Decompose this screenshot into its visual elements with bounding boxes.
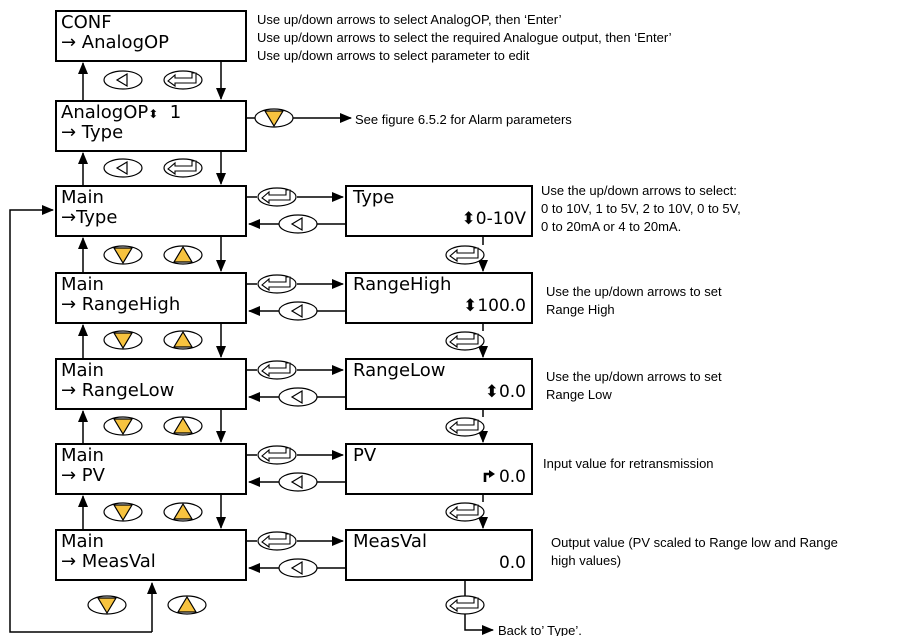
updown-arrows-icon: ⬍ [148,107,159,121]
param-type-title: Type [353,187,395,208]
note-rangelow-1: Use the up/down arrows to set [546,369,722,384]
up-arrow-key-icon[interactable] [163,502,203,522]
enter-key-icon[interactable] [445,417,485,437]
menu-analogop-line2: → Type [61,122,124,143]
menu-main-measval-line2: → MeasVal [61,551,156,572]
menu-main-type-line1: Main [61,187,104,208]
analogop-number: 1 [169,102,182,123]
scroll-left-key-icon[interactable] [278,387,318,407]
down-arrow-key-icon[interactable] [103,502,143,522]
loop-back-connector [9,205,152,633]
up-arrow-key-icon[interactable] [163,416,203,436]
param-rangelow-value: ⬍0.0 [484,382,526,402]
menu-main-rangehigh[interactable]: Main → RangeHigh [55,272,247,324]
menu-main-pv-line2: → PV [61,465,105,486]
menu-main-rangelow-line1: Main [61,360,104,381]
enter-key-icon[interactable] [445,331,485,351]
menu-analogop-line1: AnalogOP⬍ 1 [61,103,181,124]
note-type-3: 0 to 20mA or 4 to 20mA. [541,219,682,234]
down-arrow-key-icon[interactable] [103,245,143,265]
menu-conf-line2: → AnalogOP [61,32,170,53]
note-rangehigh-1: Use the up/down arrows to set [546,284,722,299]
menu-main-rangelow-line2: → RangeLow [61,380,175,401]
scroll-left-key-icon[interactable] [278,301,318,321]
param-rangehigh[interactable]: RangeHigh ⬍100.0 [345,272,533,324]
up-arrow-key-icon[interactable] [167,595,207,615]
scroll-left-key-icon[interactable] [103,70,143,90]
enter-key-icon[interactable] [445,502,485,522]
menu-analogop[interactable]: AnalogOP⬍ 1 → Type [55,100,247,152]
enter-key-icon[interactable] [257,360,297,380]
scroll-left-key-icon[interactable] [103,158,143,178]
param-rangehigh-title: RangeHigh [353,274,452,295]
menu-main-measval-line1: Main [61,531,104,552]
enter-key-icon[interactable] [445,595,485,615]
note-measval-2: high values) [551,553,622,568]
menu-conf[interactable]: CONF → AnalogOP [55,10,247,62]
menu-main-pv[interactable]: Main → PV [55,443,247,495]
down-arrow-key-icon[interactable] [103,330,143,350]
note-conf-2: Use up/down arrows to select the require… [257,30,672,45]
note-conf-1: Use up/down arrows to select AnalogOP, t… [257,12,562,27]
note-back-to-type: Back to’ Type’. [498,623,582,636]
enter-key-icon[interactable] [257,445,297,465]
menu-main-type[interactable]: Main →Type [55,185,247,237]
analogop-label: AnalogOP [61,102,149,123]
note-measval-1: Output value (PV scaled to Range low and… [551,535,838,550]
back-to-type-connector [464,614,494,635]
note-conf-3: Use up/down arrows to select parameter t… [257,48,530,63]
down-arrow-key-icon[interactable] [254,108,294,128]
note-pv: Input value for retransmission [543,456,714,471]
param-measval[interactable]: MeasVal 0.0 [345,529,533,581]
enter-key-icon[interactable] [445,245,485,265]
param-rangehigh-value: ⬍100.0 [463,296,526,316]
up-arrow-key-icon[interactable] [163,245,203,265]
param-measval-value: 0.0 [498,553,526,573]
scroll-left-key-icon[interactable] [278,558,318,578]
note-type-1: Use the up/down arrows to select: [541,183,737,198]
param-pv[interactable]: PV 0.0 [345,443,533,495]
menu-main-type-line2: →Type [61,207,118,228]
param-pv-number: 0.0 [498,467,526,487]
param-pv-title: PV [353,445,377,466]
enter-key-icon[interactable] [257,274,297,294]
menu-main-rangehigh-line1: Main [61,274,104,295]
menu-main-measval[interactable]: Main → MeasVal [55,529,247,581]
param-rangelow[interactable]: RangeLow ⬍0.0 [345,358,533,410]
menu-main-rangelow[interactable]: Main → RangeLow [55,358,247,410]
param-type[interactable]: Type ⬍0-10V [345,185,533,237]
read-only-arrow-icon [483,470,495,482]
menu-conf-line1: CONF [61,12,112,33]
enter-key-icon[interactable] [163,158,203,178]
enter-key-icon[interactable] [257,187,297,207]
note-rangelow-2: Range Low [546,387,612,402]
down-arrow-key-icon[interactable] [103,416,143,436]
note-type-2: 0 to 10V, 1 to 5V, 2 to 10V, 0 to 5V, [541,201,741,216]
param-rangelow-title: RangeLow [353,360,446,381]
note-rangehigh-2: Range High [546,302,615,317]
enter-key-icon[interactable] [257,531,297,551]
up-arrow-key-icon[interactable] [163,330,203,350]
scroll-left-key-icon[interactable] [278,472,318,492]
scroll-left-key-icon[interactable] [278,214,318,234]
enter-key-icon[interactable] [163,70,203,90]
param-type-value: ⬍0-10V [461,209,526,229]
param-measval-title: MeasVal [353,531,427,552]
menu-main-pv-line1: Main [61,445,104,466]
down-arrow-key-icon[interactable] [87,595,127,615]
menu-main-rangehigh-line2: → RangeHigh [61,294,181,315]
note-alarm: See figure 6.5.2 for Alarm parameters [355,112,572,127]
param-pv-value: 0.0 [482,467,526,487]
